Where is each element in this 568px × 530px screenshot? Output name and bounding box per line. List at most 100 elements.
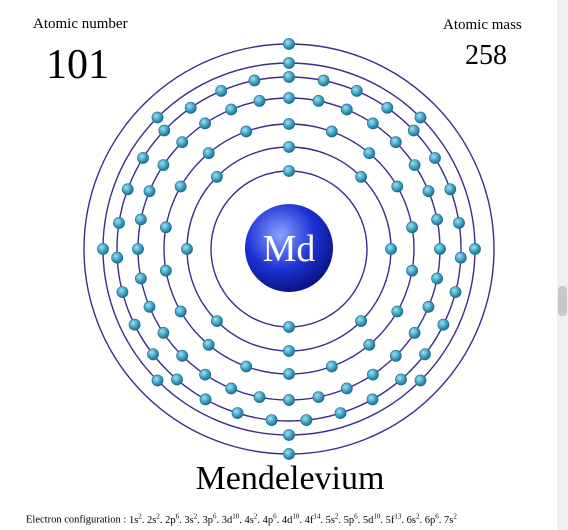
config-term: 3s2. bbox=[184, 512, 203, 526]
electron bbox=[419, 348, 431, 361]
electron bbox=[151, 111, 164, 124]
electron bbox=[248, 74, 261, 87]
config-term: 5d10. bbox=[362, 512, 386, 526]
electron bbox=[202, 147, 215, 160]
electron bbox=[210, 315, 223, 327]
electron bbox=[253, 391, 266, 403]
atomic-number: 101 bbox=[46, 42, 109, 88]
config-term: 6s2. bbox=[406, 512, 425, 526]
electron bbox=[389, 136, 402, 149]
electron bbox=[300, 414, 313, 426]
electron bbox=[176, 349, 189, 362]
electron bbox=[151, 374, 164, 387]
electron bbox=[113, 217, 125, 229]
electron bbox=[283, 345, 295, 357]
scrollbar-thumb[interactable] bbox=[558, 286, 567, 316]
electron bbox=[116, 286, 129, 298]
electron bbox=[143, 300, 156, 313]
electron bbox=[225, 103, 238, 116]
electron bbox=[406, 221, 418, 234]
electron bbox=[340, 382, 353, 395]
electron bbox=[469, 243, 481, 255]
electron bbox=[407, 124, 420, 137]
electron bbox=[312, 95, 325, 107]
electron bbox=[453, 217, 465, 229]
electron bbox=[240, 360, 253, 373]
config-term: 4s2. bbox=[244, 512, 263, 526]
electron bbox=[422, 185, 435, 198]
electron bbox=[283, 141, 295, 153]
electron bbox=[429, 152, 441, 164]
electron bbox=[184, 101, 197, 114]
electrons bbox=[97, 38, 481, 460]
electron bbox=[408, 159, 421, 171]
electron bbox=[199, 117, 211, 130]
config-term: 1s2. bbox=[128, 512, 148, 526]
atomic-mass: 258 bbox=[465, 40, 507, 71]
electron bbox=[210, 170, 223, 183]
electron bbox=[176, 136, 189, 149]
electron bbox=[240, 125, 253, 138]
electron bbox=[317, 74, 330, 87]
electron bbox=[158, 124, 171, 137]
electron bbox=[199, 393, 212, 406]
electron bbox=[283, 368, 295, 380]
config-term: 2p6. bbox=[165, 512, 185, 526]
electron bbox=[97, 243, 109, 255]
electron bbox=[147, 348, 159, 361]
electron bbox=[325, 360, 338, 373]
electron bbox=[128, 318, 141, 331]
config-term: 4f14. bbox=[304, 512, 326, 526]
electron bbox=[199, 368, 211, 381]
electron bbox=[434, 243, 446, 255]
electron bbox=[134, 272, 147, 285]
electron bbox=[431, 213, 443, 226]
electron bbox=[283, 92, 295, 104]
electron bbox=[414, 374, 427, 387]
electron-configuration-terms: 1s2. 2s2. 2p6. 3s2. 3p6. 3d10. 4s2. 4p6.… bbox=[128, 512, 457, 526]
config-term: 4p6. bbox=[262, 512, 282, 526]
electron bbox=[231, 407, 244, 419]
atomic-mass-label: Atomic mass bbox=[443, 17, 522, 33]
electron-configuration: Electron configuration : 1s2. 2s2. 2p6. … bbox=[26, 512, 457, 526]
config-term: 3d10. bbox=[221, 512, 245, 526]
config-term: 4d10. bbox=[281, 512, 305, 526]
config-term: 2s2. bbox=[147, 512, 166, 526]
electron bbox=[202, 338, 215, 351]
electron bbox=[265, 414, 278, 426]
electron bbox=[283, 429, 295, 441]
electron bbox=[366, 393, 379, 406]
electron bbox=[159, 264, 172, 277]
electron bbox=[283, 71, 295, 83]
electron bbox=[181, 243, 193, 255]
electron bbox=[283, 165, 295, 177]
config-term: 6p6. bbox=[424, 512, 444, 526]
electron bbox=[157, 326, 170, 339]
electron bbox=[391, 180, 404, 193]
electron bbox=[431, 272, 443, 285]
element-symbol: Md bbox=[263, 228, 316, 270]
electron bbox=[174, 305, 187, 318]
electron bbox=[253, 95, 266, 107]
electron bbox=[395, 373, 407, 386]
electron bbox=[283, 394, 295, 406]
electron bbox=[111, 251, 124, 264]
electron bbox=[355, 170, 367, 183]
electron bbox=[157, 159, 170, 171]
electron bbox=[385, 243, 397, 255]
electron bbox=[340, 103, 353, 116]
electron bbox=[132, 243, 144, 255]
scrollbar[interactable] bbox=[557, 0, 568, 530]
electron bbox=[366, 117, 379, 130]
config-term: 5p6. bbox=[343, 512, 363, 526]
electron bbox=[408, 326, 421, 339]
electron bbox=[350, 85, 363, 97]
electron bbox=[171, 373, 183, 386]
electron bbox=[174, 180, 187, 193]
electron bbox=[215, 85, 228, 97]
config-term: 5s2. bbox=[325, 512, 344, 526]
electron bbox=[225, 382, 238, 395]
electron bbox=[454, 251, 467, 264]
electron bbox=[437, 318, 450, 331]
electron bbox=[406, 264, 418, 277]
